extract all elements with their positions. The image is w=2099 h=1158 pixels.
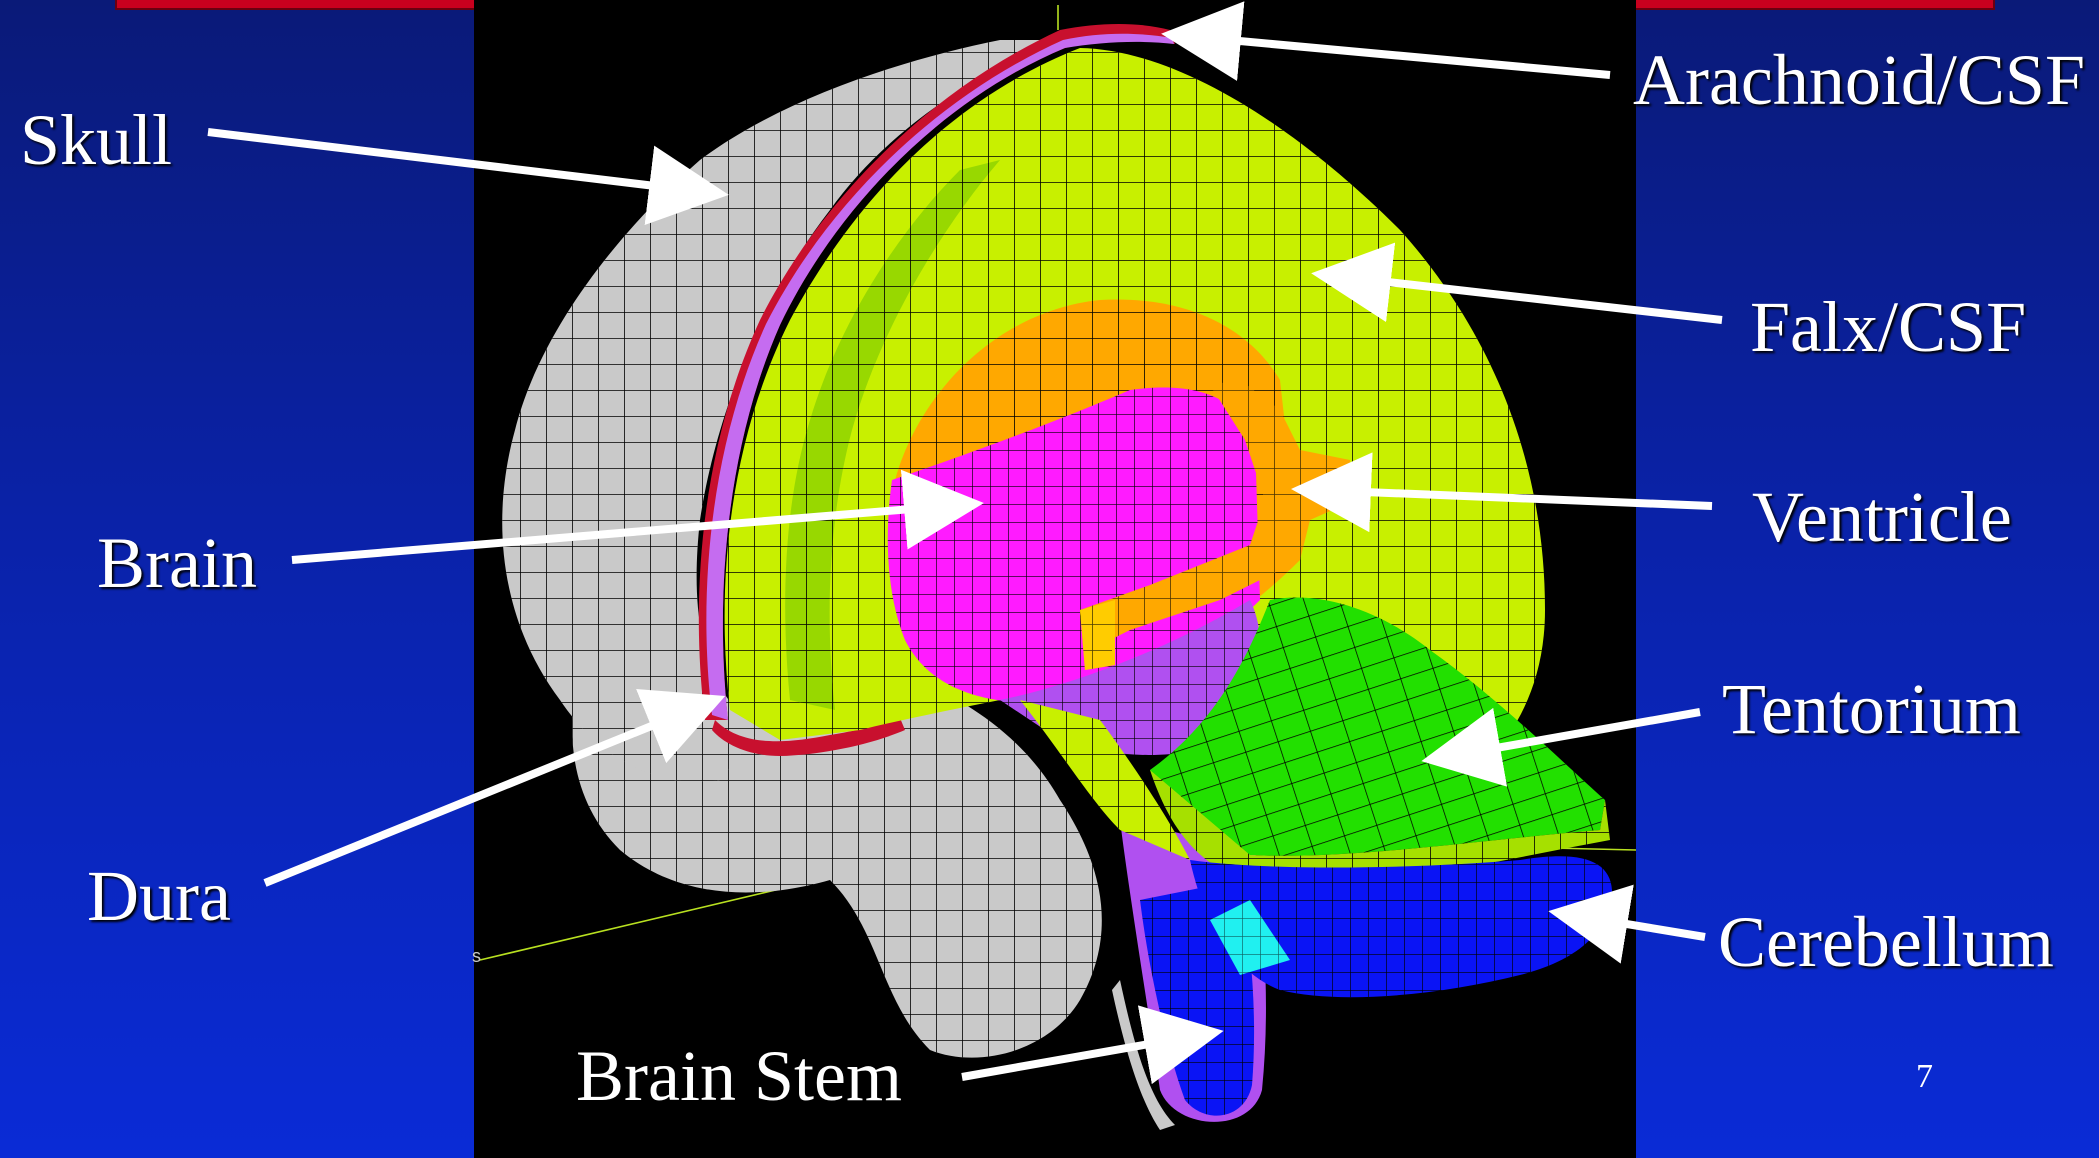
label-tentorium: Tentorium (1722, 673, 2021, 745)
label-dura: Dura (87, 860, 231, 932)
label-brain: Brain (97, 527, 257, 599)
arrow-arachnoid (1185, 36, 1610, 75)
axis-marker: s (472, 946, 481, 966)
label-brain-stem: Brain Stem (576, 1040, 902, 1112)
arrow-skull (208, 132, 705, 192)
label-cerebellum: Cerebellum (1718, 906, 2054, 978)
page-number: 7 (1916, 1060, 1933, 1094)
label-skull: Skull (20, 104, 172, 176)
label-arachnoid-csf: Arachnoid/CSF (1633, 44, 2085, 116)
label-falx-csf: Falx/CSF (1750, 291, 2026, 363)
label-ventricle: Ventricle (1752, 481, 2012, 553)
